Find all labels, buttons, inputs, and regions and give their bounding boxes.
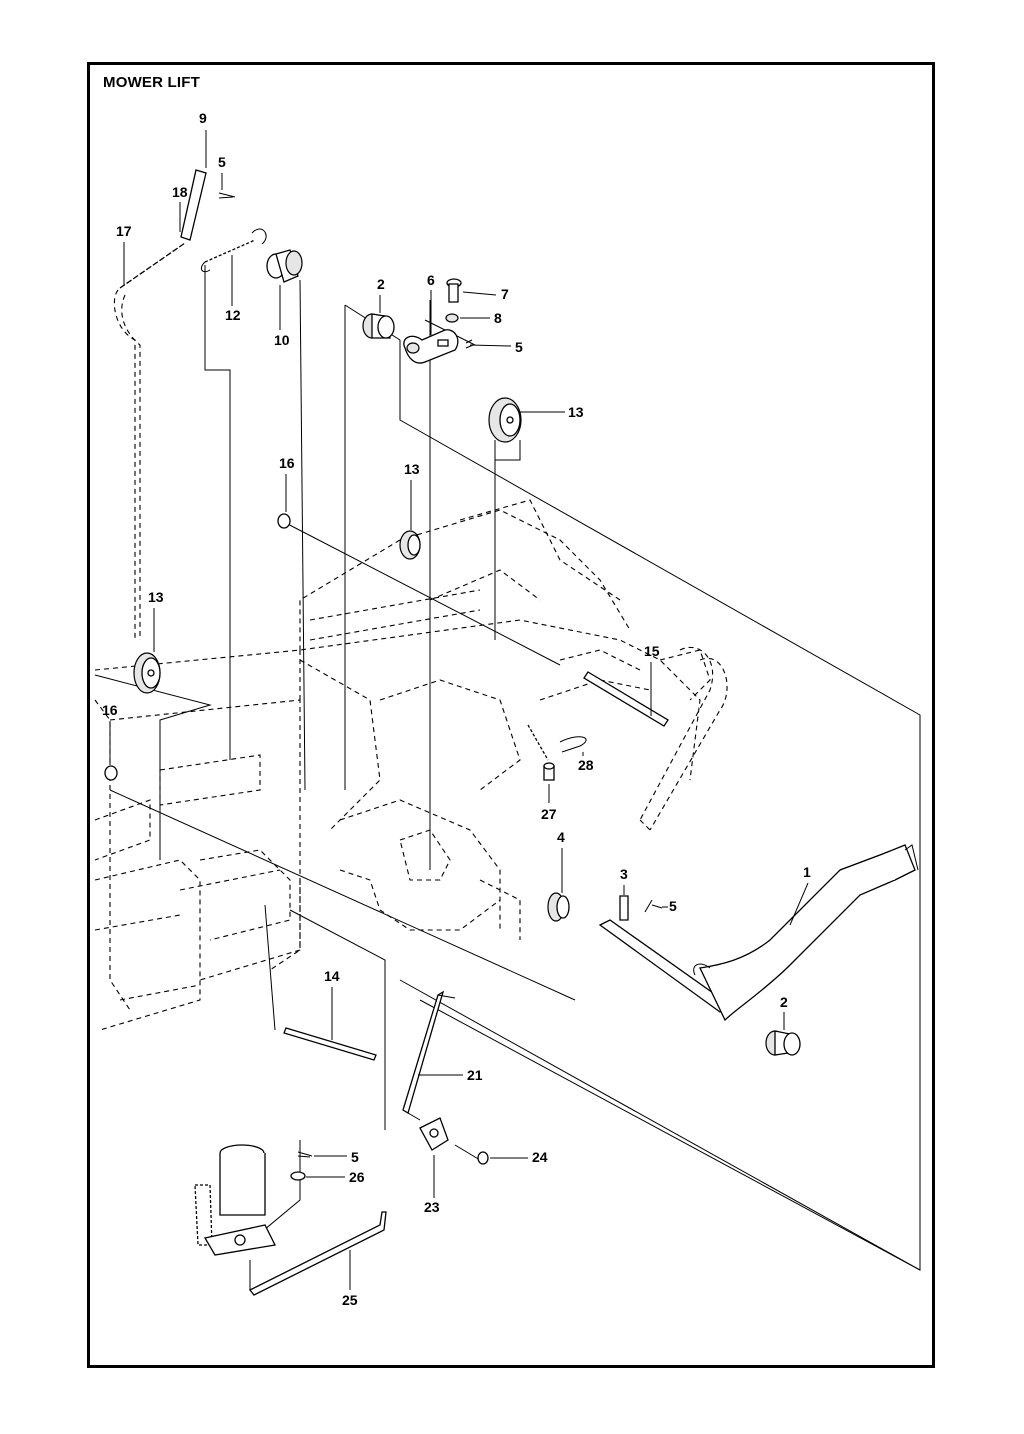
part-5-cotter-pin-d — [297, 1151, 313, 1158]
part-27-bushing — [543, 762, 555, 781]
part-5-cotter-pin-c — [644, 899, 663, 913]
callout-5: 5 — [669, 898, 677, 914]
callout-18: 18 — [172, 184, 188, 200]
callout-6: 6 — [427, 272, 435, 288]
callout-5: 5 — [351, 1149, 359, 1165]
part-24-washer — [477, 1151, 489, 1165]
callout-21: 21 — [467, 1067, 483, 1083]
part-14-rod — [283, 1027, 377, 1061]
callout-13: 13 — [148, 589, 164, 605]
part-25-rod — [248, 1211, 387, 1296]
callout-2: 2 — [377, 276, 385, 292]
callout-13: 13 — [568, 404, 584, 420]
part-4-bearing — [547, 892, 570, 922]
callout-12: 12 — [225, 307, 241, 323]
part-5-cotter-pin — [218, 192, 236, 199]
callout-leaders — [109, 130, 809, 1290]
callout-27: 27 — [541, 806, 557, 822]
callout-1: 1 — [803, 864, 811, 880]
part-7-bolt — [446, 278, 462, 303]
part-10-bushing — [266, 249, 303, 283]
part-16-washer-a — [277, 513, 291, 529]
part-13-pulley-a — [488, 397, 522, 443]
callout-8: 8 — [494, 310, 502, 326]
callout-23: 23 — [424, 1199, 440, 1215]
part-2-bushing-top — [362, 313, 395, 339]
callout-2: 2 — [780, 994, 788, 1010]
callout-9: 9 — [199, 110, 207, 126]
part-6-lift-arm — [403, 329, 459, 364]
callout-28: 28 — [578, 757, 594, 773]
part-28-hairpin-clip — [559, 736, 587, 753]
part-16-washer-b — [104, 765, 118, 781]
diagram-frame — [87, 62, 935, 1368]
callout-13: 13 — [404, 461, 420, 477]
part-lower-pedal-assembly — [194, 1144, 276, 1256]
callout-15: 15 — [644, 643, 660, 659]
part-23-bracket — [419, 1117, 449, 1151]
callout-labels: 9 5 18 17 12 10 2 6 7 8 5 13 16 13 13 15… — [102, 110, 811, 1308]
part-12-spring — [200, 228, 267, 273]
callout-5: 5 — [515, 339, 523, 355]
callout-24: 24 — [532, 1149, 548, 1165]
callout-16: 16 — [279, 455, 295, 471]
callout-26: 26 — [349, 1169, 365, 1185]
part-15-shaft — [583, 671, 669, 727]
part-8-nut — [445, 313, 459, 323]
part-3-pin — [619, 895, 629, 921]
diagram-title: MOWER LIFT — [103, 74, 200, 91]
part-26-washer — [290, 1171, 306, 1181]
callout-14: 14 — [324, 968, 340, 984]
part-1-lift-lever — [598, 844, 919, 1022]
part-13-pulley-c — [133, 652, 161, 694]
part-spring-mid — [527, 724, 549, 761]
callout-5: 5 — [218, 154, 226, 170]
part-17-18-chain — [113, 242, 186, 640]
callout-25: 25 — [342, 1292, 358, 1308]
callout-4: 4 — [557, 829, 565, 845]
callout-7: 7 — [501, 286, 509, 302]
part-21-link-rod-bend — [407, 994, 456, 1121]
part-21-link-rod — [402, 990, 445, 1114]
callout-3: 3 — [620, 866, 628, 882]
callout-16: 16 — [102, 702, 118, 718]
chassis-frame — [94, 499, 728, 1031]
part-2-bushing-bottom — [765, 1030, 801, 1056]
part-13-pulley-b — [399, 530, 421, 560]
part-9-lift-rod — [180, 165, 207, 241]
callout-10: 10 — [274, 332, 290, 348]
callout-17: 17 — [116, 223, 132, 239]
